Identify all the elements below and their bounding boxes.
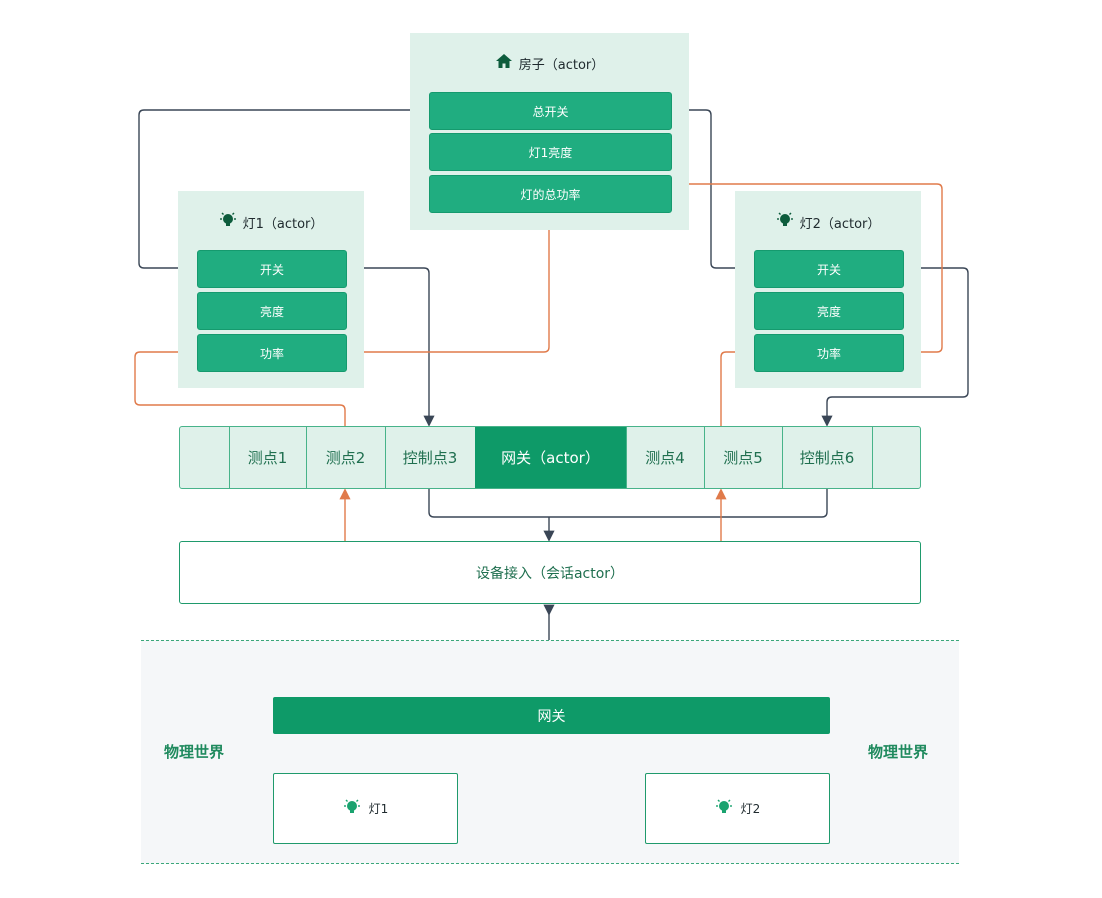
- gateway-actor-bar: 测点1 测点2 控制点3 网关（actor） 测点4 测点5 控制点6: [179, 426, 921, 489]
- gateway-cell-gateway-actor[interactable]: 网关（actor）: [475, 427, 627, 488]
- lightbulb-icon: [343, 798, 361, 819]
- gateway-cell-point4[interactable]: 测点4: [626, 427, 705, 488]
- lamp1-slot-switch[interactable]: 开关: [197, 250, 347, 288]
- device-access-session-actor[interactable]: 设备接入（会话actor）: [179, 541, 921, 604]
- arrow-lamp1-power-to-total: [345, 211, 555, 353]
- gateway-cell-point1[interactable]: 测点1: [229, 427, 307, 488]
- slot-total-power[interactable]: 灯的总功率: [429, 175, 672, 213]
- physical-world-label-right: 物理世界: [868, 743, 929, 761]
- lamp2-actor: 灯2（actor） 开关 亮度 功率: [735, 191, 921, 388]
- physical-world-label-left: 物理世界: [164, 743, 225, 761]
- lamp1-actor-title: 灯1（actor）: [178, 211, 364, 233]
- lamp1-actor: 灯1（actor） 开关 亮度 功率: [178, 191, 364, 388]
- slot-master-switch[interactable]: 总开关: [429, 92, 672, 130]
- gateway-cell-empty-left: [180, 427, 230, 488]
- house-actor-title: 房子（actor）: [410, 53, 689, 73]
- lamp1-slot-power[interactable]: 功率: [197, 334, 347, 372]
- lamp2-slot-switch[interactable]: 开关: [754, 250, 904, 288]
- physical-lamp2[interactable]: 灯2: [645, 773, 830, 844]
- physical-gateway[interactable]: 网关: [273, 697, 830, 734]
- lightbulb-icon: [715, 798, 733, 819]
- gateway-cell-control3[interactable]: 控制点3: [385, 427, 476, 488]
- gateway-cell-point5[interactable]: 测点5: [704, 427, 783, 488]
- gateway-cell-empty-right: [872, 427, 921, 488]
- gateway-cell-control6[interactable]: 控制点6: [782, 427, 873, 488]
- arrow-controls-to-session: [428, 488, 828, 518]
- house-icon: [495, 53, 513, 73]
- house-actor: 房子（actor） 总开关 灯1亮度 灯的总功率: [410, 33, 689, 230]
- lightbulb-icon: [776, 211, 794, 233]
- gateway-cell-point2[interactable]: 测点2: [306, 427, 386, 488]
- lamp1-slot-brightness[interactable]: 亮度: [197, 292, 347, 330]
- lightbulb-icon: [219, 211, 237, 233]
- physical-world-zone: [141, 640, 959, 864]
- lamp2-slot-power[interactable]: 功率: [754, 334, 904, 372]
- slot-lamp1-brightness[interactable]: 灯1亮度: [429, 133, 672, 171]
- lamp2-slot-brightness[interactable]: 亮度: [754, 292, 904, 330]
- physical-lamp1[interactable]: 灯1: [273, 773, 458, 844]
- lamp2-actor-title: 灯2（actor）: [735, 211, 921, 233]
